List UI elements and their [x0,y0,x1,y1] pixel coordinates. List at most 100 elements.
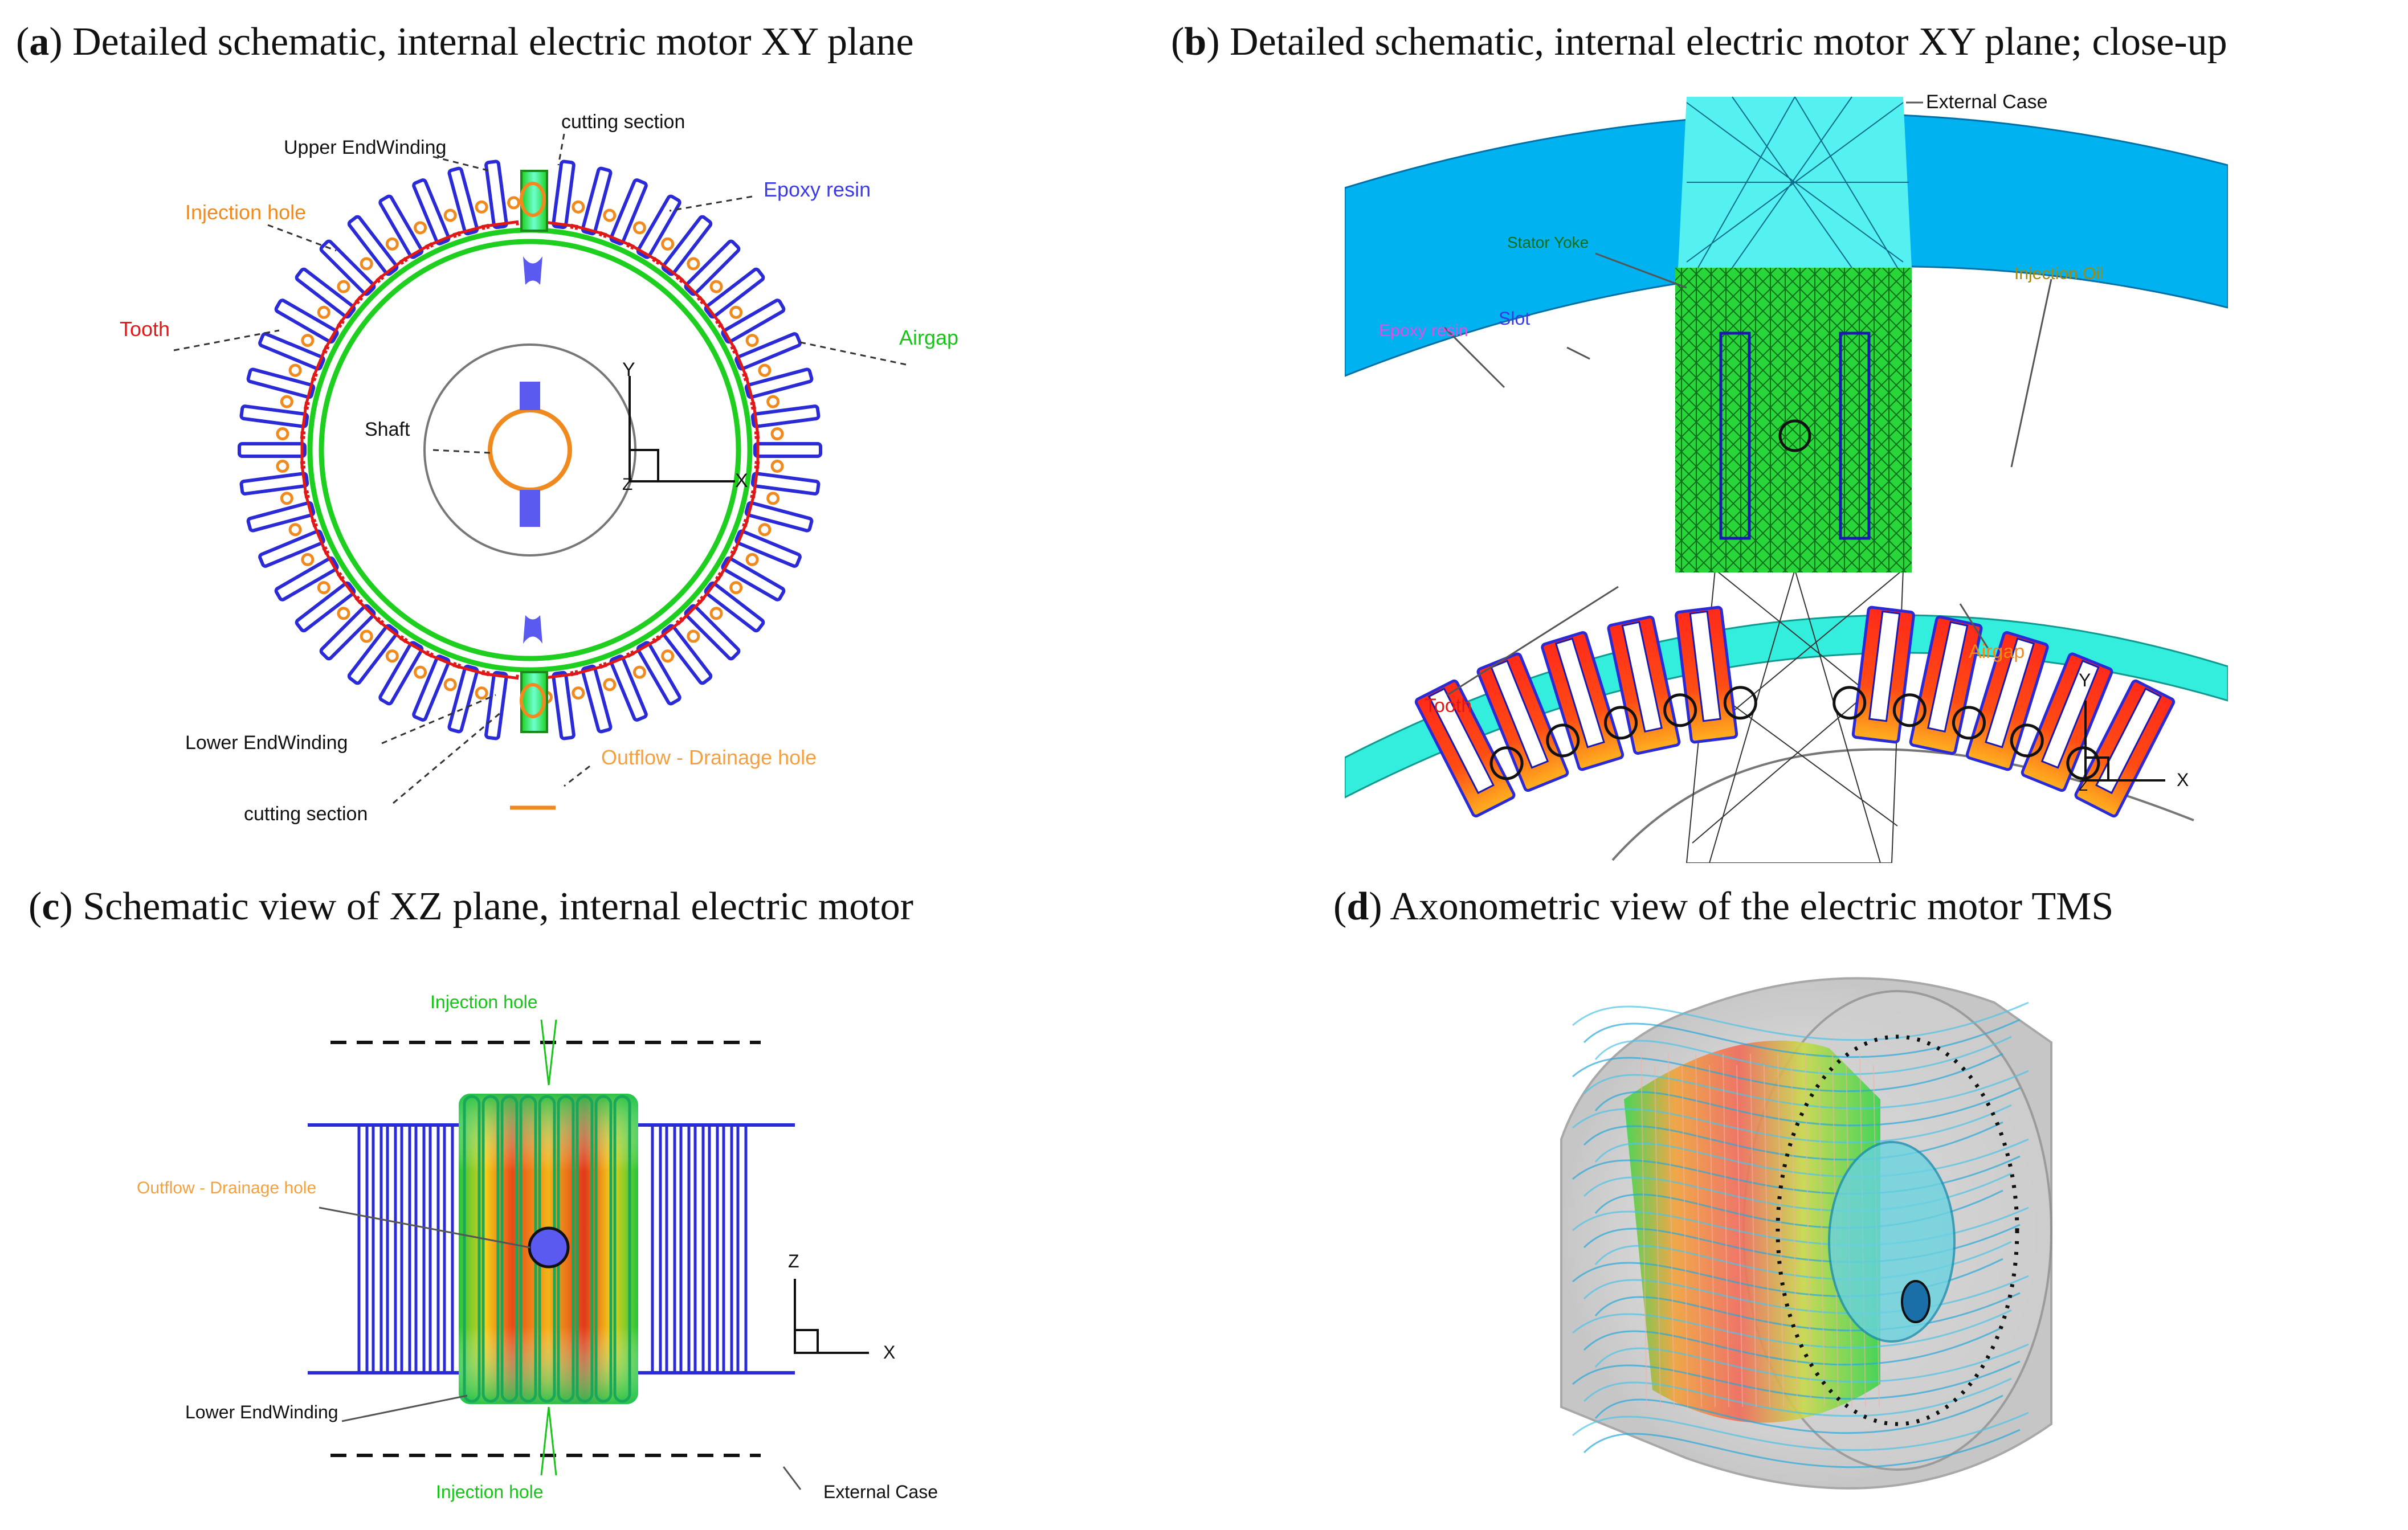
streamline [1572,1412,2029,1451]
label-injection-oil: Injection Oil [2014,264,2104,283]
stator-slot [1414,679,1516,818]
label-injection-hole: Injection hole [185,201,306,224]
winding-line [1723,1053,1729,1408]
injection-hole-marker [661,649,675,663]
label-injection-hole-bottom: Injection hole [436,1482,544,1502]
endwinding-coils [463,1095,631,1403]
streamline [1594,1343,2029,1383]
stator-fin [357,1123,369,1374]
axis-triad-c [794,1279,869,1354]
injection-hole-marker [414,221,427,235]
injection-hole-marker [603,208,617,222]
streamline [1572,1001,2029,1041]
stator-fin [400,1123,411,1374]
stator-tooth [541,670,578,741]
panel-a-letter: a [29,20,50,64]
injection-hole-marker [301,334,315,347]
label-epoxy-resin: Epoxy resin [764,178,871,201]
stator-tooth [239,402,310,439]
injection-hole-marker [475,686,488,700]
shaft-resin-bottom [520,490,540,527]
axis-z-label-b: Z [2079,777,2088,794]
injection-hole-marker [709,280,723,293]
stator-tooth [238,431,307,469]
injection-hole-marker [603,678,617,692]
injection-oil-hole [2010,723,2044,758]
shaft-circle [488,408,572,492]
injection-hole-marker [301,553,315,566]
injection-hole-marker [758,523,772,537]
streamline [1594,1394,2003,1434]
endwinding-coil [463,1095,481,1403]
injection-hole-marker [770,427,784,441]
airgap-ring [319,239,741,661]
injection-hole-marker [337,607,350,620]
stator-slot [1476,652,1569,792]
upper-resin-drop [523,256,542,285]
injection-hole-marker [317,305,330,319]
label-airgap-b: Airgap [1969,641,2025,662]
label-tooth-b: Tooth [1425,695,1472,717]
stator-fin [372,1123,383,1374]
injection-hole-marker [572,200,585,214]
panel-a-title-text: ) Detailed schematic, internal electric … [49,20,914,64]
stator-fin [386,1123,397,1374]
injection-hole-marker [385,237,399,251]
winding-line [1681,1065,1688,1408]
axis-y-label-a: Y [622,359,635,381]
injection-hole-marker [632,665,646,679]
injection-hole-marker [745,553,759,566]
stator-slot [1541,631,1625,771]
stator-fin [708,1123,719,1374]
stator-slot [2021,652,2113,792]
injection-hole-marker [770,459,784,473]
injection-oil-hole [1546,723,1580,758]
injection-hole-marker [276,427,289,441]
injection-hole-marker [687,257,700,271]
stator-slot [2074,679,2176,818]
rotor-arc [1611,748,2194,861]
injection-oil-hole [1604,706,1638,740]
stator-fin [736,1123,748,1374]
stator-slot [1851,606,1915,744]
stator-fin [443,1123,454,1374]
stator-tooth [378,194,434,265]
winding-line [1791,1065,1798,1408]
panel-d-title-text: ) Axonometric view of the electric motor… [1369,885,2114,928]
injection-holes [276,196,784,704]
injection-oil-hole [1723,686,1757,720]
streamline [1583,1018,2021,1058]
injection-hole-marker [709,607,723,620]
panel-b-letter: b [1184,20,1207,64]
label-cutting-section-top: cutting section [561,111,685,133]
endwinding-coil [576,1095,594,1403]
axis-y-label-b: Y [2079,670,2091,690]
label-external-case-b: External Case [1926,91,2048,113]
injection-hole-marker [443,678,457,692]
stator-slot [1675,606,1738,744]
injection-hole-marker [317,581,330,595]
stator-tooth [750,461,821,498]
label-slot: Slot [1499,308,1530,329]
injection-oil-hole [1663,693,1697,727]
axis-x-label-a: X [735,470,748,492]
panel-d-diagram [1560,977,2052,1490]
axis-x-label-c: X [883,1342,895,1363]
axis-x-label-b: X [2177,770,2189,790]
winding-line [1736,1065,1743,1408]
leader-lines-c [319,1206,802,1490]
panel-c-letter: c [42,885,60,928]
label-outflow-drainage-hole: Outflow - Drainage hole [601,746,817,769]
label-shaft: Shaft [365,419,410,440]
panel-b-title: (b) Detailed schematic, internal electri… [1171,20,2227,64]
stator-tooth [750,402,821,439]
stator-tooth [715,298,786,354]
winding-line [1764,1065,1770,1408]
streamline [1572,1053,2003,1093]
injection-hole-marker [729,581,743,595]
injection-oil-hole [1489,746,1524,780]
panel-a-diagram: Y X Z cutting section Upper EndWinding E… [120,111,958,825]
winding-line [1709,1065,1716,1408]
stator-fin [693,1123,705,1374]
